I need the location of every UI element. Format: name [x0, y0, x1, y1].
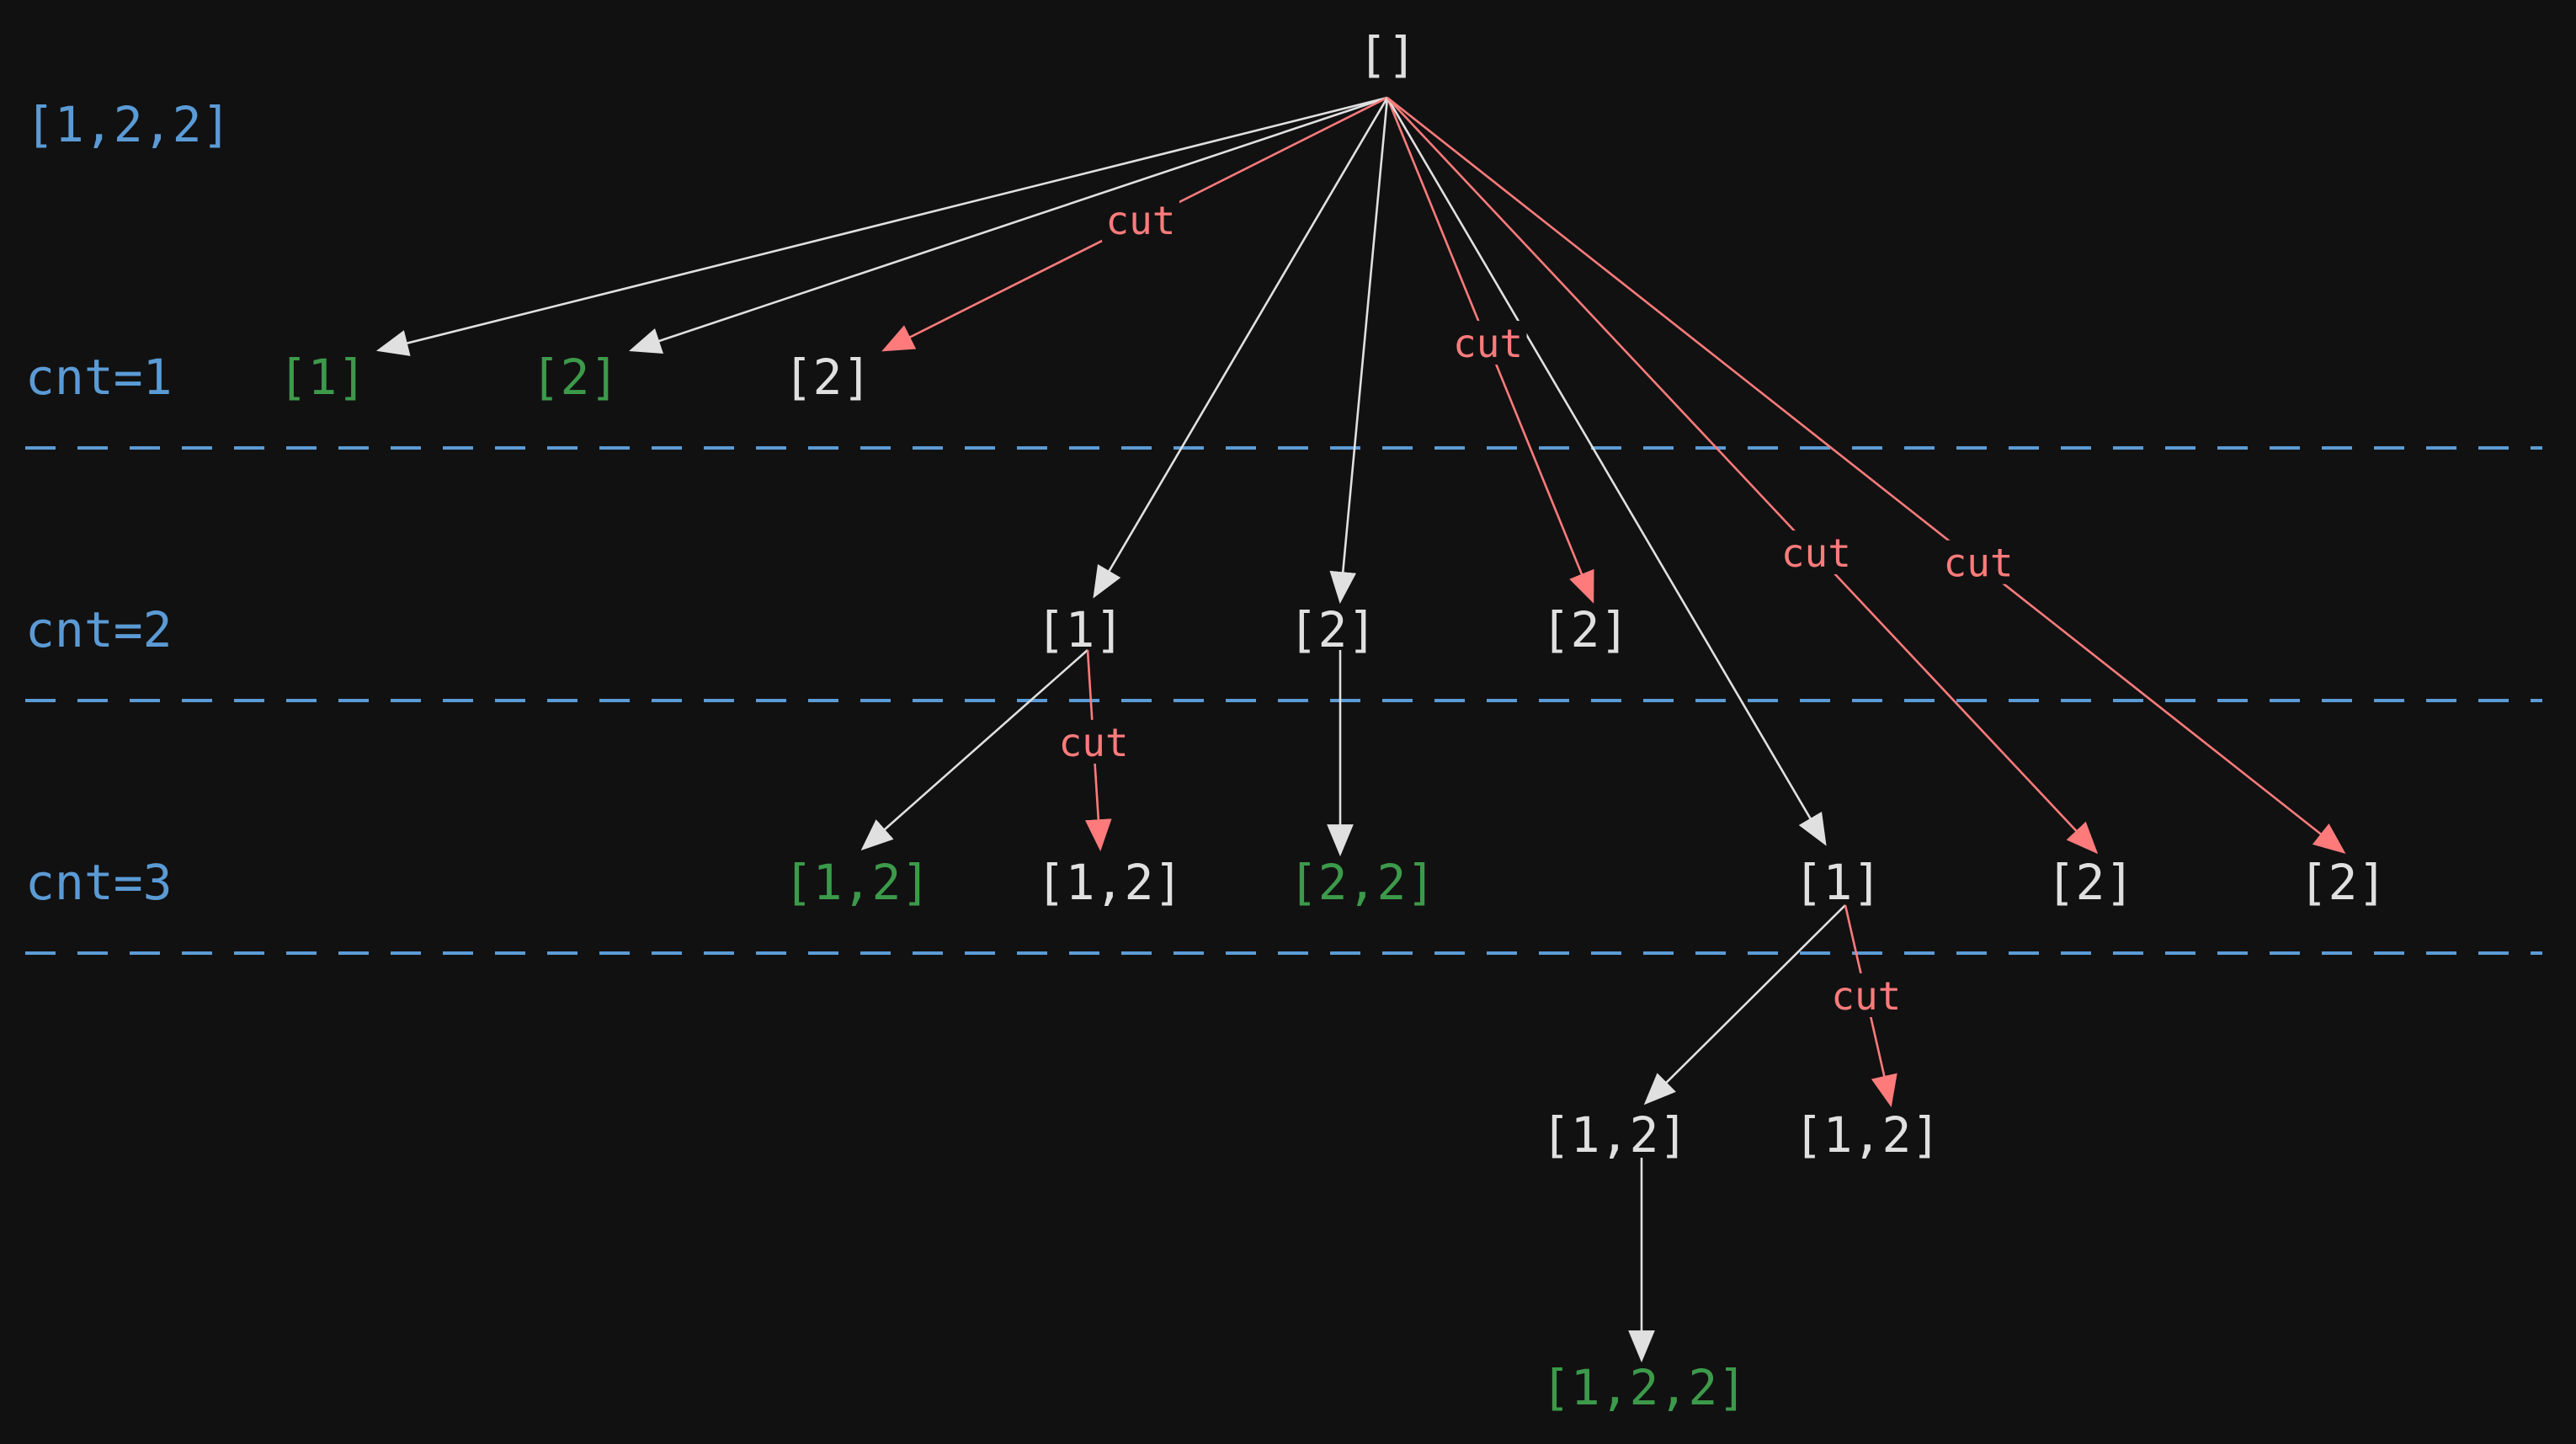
cut-label: cut: [1453, 321, 1523, 366]
cut-label: cut: [1944, 541, 2014, 586]
cut-labels-layer: cut cut cut cut cut cut: [1055, 198, 2018, 1019]
cut-label-background: [1777, 530, 1855, 575]
level-label-cnt-1: cnt=1: [25, 349, 173, 406]
tree-edge: [1643, 904, 1846, 1106]
cut-label: cut: [1781, 530, 1851, 576]
pruned-edge: [1386, 97, 2099, 855]
cut-label-background: [1940, 540, 2018, 584]
tree-edge: [860, 649, 1088, 851]
tree-edge: [1386, 97, 1827, 846]
cut-label-background: [1101, 198, 1179, 242]
tree-node: [2]: [784, 349, 872, 406]
tree-node: [1,2]: [1541, 1106, 1689, 1164]
cut-label: cut: [1059, 720, 1129, 765]
tree-edge: [1093, 97, 1389, 599]
tree-node: [1,2,2]: [1541, 1359, 1747, 1416]
cut-label: cut: [1105, 198, 1175, 243]
input-label: [1,2,2]: [25, 96, 231, 153]
tree-edge: [375, 96, 1388, 356]
tree-node: [1]: [1036, 601, 1125, 658]
tree-node: [1]: [1794, 854, 1882, 911]
tree-node: [2]: [1289, 601, 1377, 658]
tree-node: [2]: [1541, 601, 1630, 658]
cut-label-background: [1055, 719, 1133, 764]
tree-node: [1,2]: [1036, 854, 1184, 911]
tree-node: [2]: [531, 349, 620, 406]
tree-edge: [628, 96, 1388, 354]
tree-node: [2]: [2299, 854, 2387, 911]
tree-edge: [1329, 97, 1389, 605]
pruned-edge: [1386, 96, 2346, 854]
cut-label: cut: [1831, 973, 1901, 1019]
tree-node: [2,2]: [1289, 854, 1436, 911]
edges-layer: [375, 96, 2346, 1363]
tree-node: [1,2]: [1794, 1106, 1941, 1164]
tree-node: [1,2]: [784, 854, 931, 911]
tree-node: [2]: [2046, 854, 2135, 911]
level-label-cnt-2: cnt=2: [25, 601, 173, 658]
tree-node-root: []: [1358, 26, 1417, 83]
cut-label-background: [1827, 973, 1905, 1018]
tree-node: [1]: [279, 349, 367, 406]
level-label-cnt-3: cnt=3: [25, 854, 173, 911]
cut-label-background: [1449, 321, 1527, 365]
